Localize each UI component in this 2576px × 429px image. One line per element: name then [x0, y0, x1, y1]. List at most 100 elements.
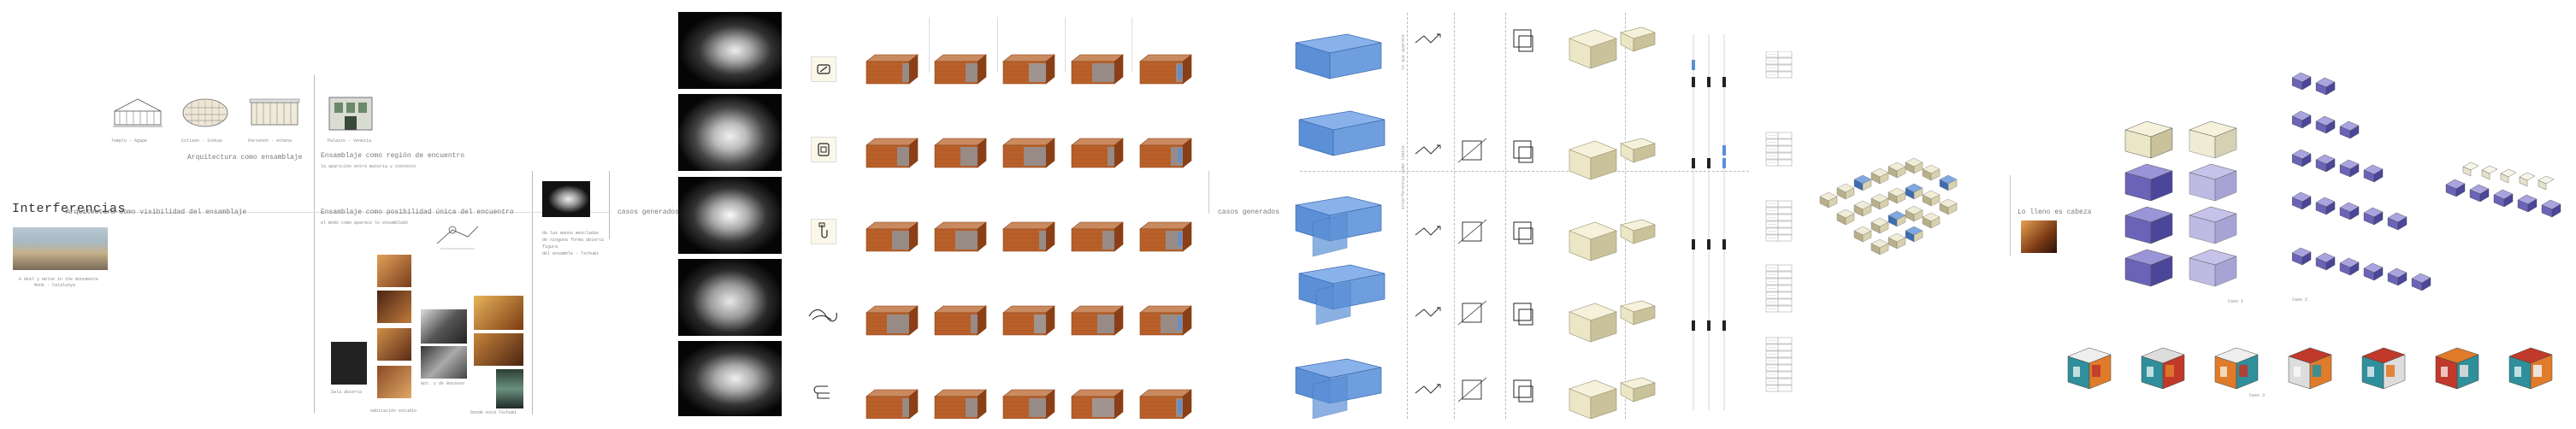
brick-box: [1071, 221, 1124, 252]
panel-caption: Caso 3: [2249, 393, 2266, 398]
section-label: Lo lleno es cabeza: [2018, 209, 2092, 216]
sequence-block: [2292, 247, 2312, 266]
room-photo: [421, 309, 467, 344]
outline-block: [2500, 168, 2517, 184]
section-label: Ensamblaje como posibilidad única del en…: [321, 209, 514, 216]
colored-box: [2435, 347, 2479, 390]
hands-photo: [678, 94, 782, 171]
arrow-diagram: [1415, 307, 1441, 317]
sequence-block: [2292, 73, 2312, 91]
colored-box: [2361, 347, 2406, 390]
outline-block: [2538, 175, 2555, 191]
tick-mark: [1692, 239, 1695, 250]
section-label: casos generados: [617, 209, 680, 216]
index-table: [1765, 200, 1793, 242]
beige-volume: [1569, 377, 1656, 419]
cluster-block: [1870, 167, 1889, 185]
sequence-block: [2315, 197, 2336, 215]
chip-icon: [811, 56, 836, 82]
room-photo: [377, 291, 411, 323]
hands-thumbnail: [542, 181, 590, 217]
violet-block: [2189, 163, 2237, 202]
brick-box: [934, 221, 987, 252]
outline-block: [2462, 162, 2479, 177]
beige-volume: [1569, 138, 1656, 180]
room-photo: [496, 369, 523, 408]
blue-volume: [1298, 110, 1385, 156]
tick-mark: [1722, 239, 1726, 250]
sequence-block: [2315, 115, 2336, 134]
cluster-block: [1888, 232, 1906, 250]
brick-box: [866, 389, 919, 419]
brick-box: [1002, 54, 1055, 85]
blue-volume: [1295, 33, 1382, 79]
cluster-block: [1836, 183, 1855, 200]
thumb-caption: Coliseo - Inskas: [181, 138, 223, 144]
assembly-diagram: [432, 218, 483, 256]
brick-box: [1139, 54, 1192, 85]
section-label: Arquitectura como ensamblaje: [187, 154, 303, 162]
colored-box: [2214, 347, 2259, 390]
index-table: [1765, 51, 1793, 79]
section-sub: el modo como aparece lo ensamblado: [321, 220, 409, 226]
arrow-diagram: [1415, 226, 1441, 236]
room-photo: [474, 333, 523, 366]
cluster-block: [1836, 209, 1855, 226]
cluster-block: [1905, 226, 1923, 243]
tick-mark: [1692, 158, 1695, 168]
brick-box: [934, 138, 987, 168]
hand-caption: figura: [542, 244, 558, 250]
room-photo: [377, 328, 411, 361]
colored-box: [2288, 347, 2332, 390]
room-photo: [331, 342, 367, 385]
sequence-block: [2339, 257, 2360, 276]
cluster-block: [1853, 200, 1872, 217]
tick-mark: [1692, 320, 1695, 331]
violet-block: [2124, 249, 2173, 287]
index-tables: [1765, 51, 1793, 392]
beige-volume: [1569, 219, 1656, 262]
hands-photo: [678, 177, 782, 254]
sequence-block: [2493, 189, 2514, 208]
room-photo: [377, 255, 411, 287]
tick-mark: [1722, 77, 1726, 87]
tick-mark: [1722, 320, 1726, 331]
cluster-block: [1853, 174, 1872, 191]
block-diagram: [1513, 379, 1533, 403]
tick-bars: [1692, 34, 1726, 410]
grid-line: [1625, 13, 1626, 419]
cluster-block: [1939, 198, 1958, 215]
line-diagrams: [1415, 26, 1656, 419]
blue-label: interferencia como limite: [1401, 145, 1406, 210]
index-table: [1765, 264, 1793, 313]
bracket-icon: [809, 381, 838, 403]
beach-photo: [13, 227, 108, 270]
divider: [64, 212, 612, 213]
hands-photo: [678, 12, 782, 89]
section-label: casos generados: [1218, 209, 1280, 216]
brick-box: [934, 54, 987, 85]
sequence-block: [2363, 262, 2384, 281]
divider: [1065, 17, 1066, 73]
violet-stacks: [2124, 120, 2237, 287]
brick-box: [1139, 138, 1192, 168]
cluster-block: [1870, 238, 1889, 256]
panel-caption: Caso 2: [2292, 297, 2308, 303]
panel-caption: Caso 1: [2228, 299, 2244, 304]
brick-box: [934, 389, 987, 419]
blue-volume: [1295, 358, 1382, 419]
frame-diagram: [1457, 300, 1487, 326]
brick-box-grid: [866, 54, 1192, 419]
tick-mark: [1692, 77, 1695, 87]
brick-box: [1139, 221, 1192, 252]
loop-icon: [806, 301, 840, 326]
brick-box: [866, 305, 919, 336]
sequence-block: [2517, 194, 2538, 213]
colored-box: [2508, 347, 2553, 390]
sequence-block: [2541, 199, 2561, 218]
room-caption: Donde está Tschumi: [470, 410, 517, 415]
room-photo: [421, 346, 467, 379]
sequence-block: [2339, 202, 2360, 220]
room-photo: [474, 296, 523, 330]
sequence-block: [2339, 120, 2360, 139]
